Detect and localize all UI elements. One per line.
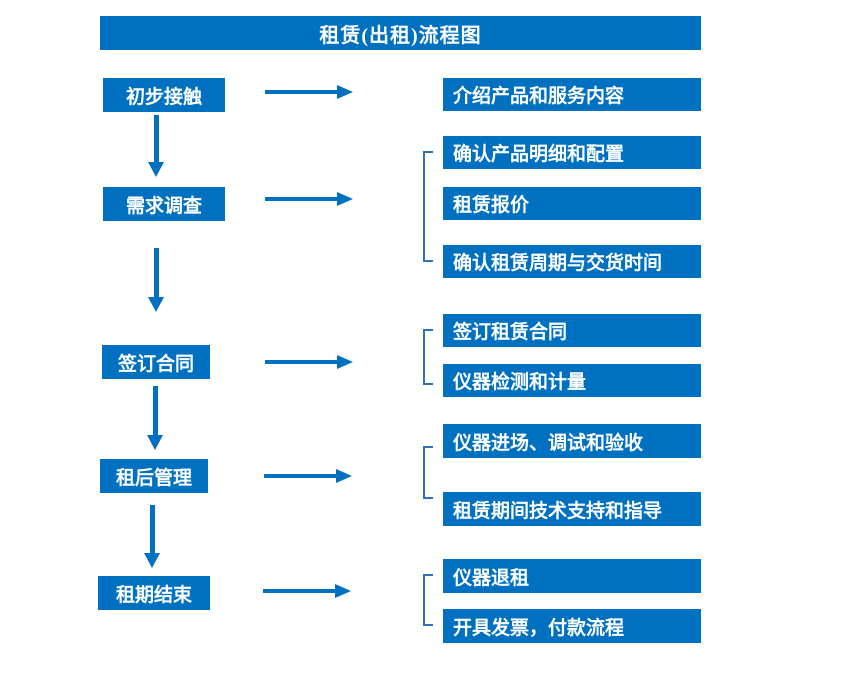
- arrow-right-icon-2: [265, 192, 353, 206]
- group-bracket-post-rental: [423, 446, 433, 499]
- step-box-lease-end: 租期结束: [98, 576, 210, 610]
- arrow-right-icon-5: [263, 584, 351, 598]
- detail-box-confirm-rental-period-delivery: 确认租赁周期与交货时间: [443, 245, 701, 278]
- flowchart-title: 租赁(出租)流程图: [100, 16, 701, 50]
- detail-box-introduce-products-services: 介绍产品和服务内容: [443, 78, 701, 111]
- group-bracket-sign-contract: [423, 329, 433, 385]
- step-box-demand-survey: 需求调查: [103, 187, 225, 221]
- detail-box-confirm-product-details-config: 确认产品明细和配置: [443, 136, 701, 169]
- arrow-right-icon-4: [264, 469, 352, 483]
- arrow-down-icon-4: [144, 505, 160, 568]
- step-box-initial-contact: 初步接触: [103, 78, 225, 112]
- detail-box-rental-quotation: 租赁报价: [443, 187, 701, 220]
- detail-box-instrument-inspection-calibration: 仪器检测和计量: [443, 364, 701, 397]
- step-box-post-rental-management: 租后管理: [100, 459, 208, 493]
- group-bracket-lease-end: [423, 574, 433, 626]
- step-box-sign-contract: 签订合同: [102, 345, 210, 379]
- detail-box-rental-tech-support: 租赁期间技术支持和指导: [443, 492, 701, 526]
- arrow-down-icon-1: [148, 115, 164, 177]
- arrow-down-icon-2: [148, 248, 164, 312]
- detail-box-sign-rental-contract: 签订租赁合同: [443, 314, 701, 347]
- detail-box-instrument-setup-acceptance: 仪器进场、调试和验收: [443, 424, 701, 458]
- group-bracket-demand-survey: [423, 151, 433, 262]
- arrow-right-icon-1: [265, 85, 353, 99]
- arrow-down-icon-3: [147, 386, 163, 450]
- arrow-right-icon-3: [265, 355, 353, 369]
- detail-box-invoice-payment-process: 开具发票，付款流程: [443, 609, 701, 643]
- detail-box-instrument-return: 仪器退租: [443, 559, 701, 593]
